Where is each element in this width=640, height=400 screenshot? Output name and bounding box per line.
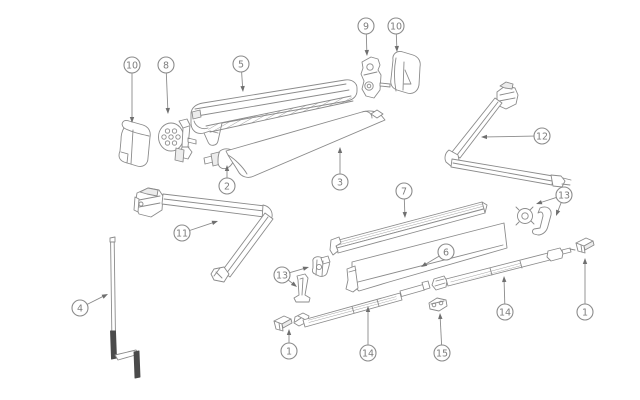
parts-layer	[109, 51, 595, 379]
callout-number: 3	[337, 177, 343, 188]
part-bracket-1-left	[273, 315, 293, 332]
callout-number: 10	[126, 60, 138, 71]
callout-circle	[157, 56, 175, 74]
callout-number: 4	[77, 303, 83, 314]
callout-number: 10	[390, 21, 402, 32]
callout-circle	[331, 173, 349, 191]
callout-2: 2	[218, 165, 236, 195]
callout-number: 14	[362, 348, 374, 359]
part-end-cap-right	[390, 51, 421, 94]
callout-circle	[433, 344, 451, 362]
callout-circle	[387, 17, 405, 35]
callout-number: 11	[176, 228, 188, 239]
callout-number: 5	[238, 59, 244, 70]
callout-circle	[173, 224, 191, 242]
callout-10: 10	[387, 17, 405, 52]
callout-number: 13	[558, 190, 570, 201]
part-foot-bracket	[428, 297, 448, 312]
part-support-leg-left	[293, 280, 431, 328]
leader-arrowhead	[224, 165, 230, 171]
callout-circle	[576, 303, 594, 321]
part-gear-hub	[158, 118, 197, 163]
part-clamp-right	[515, 206, 552, 236]
callout-circle	[533, 127, 551, 145]
leader-arrowhead	[502, 276, 507, 283]
part-clamp-left	[293, 255, 331, 303]
leader-arrowhead	[365, 306, 371, 312]
part-bracket-1-right	[575, 237, 595, 254]
callout-number: 15	[436, 348, 448, 359]
leader-arrowhead	[240, 85, 245, 92]
callout-circle	[357, 17, 375, 35]
leader-arrowhead	[286, 329, 292, 335]
leader-arrowhead	[211, 220, 218, 225]
leader-arrowhead	[337, 147, 343, 153]
callout-circle	[359, 344, 377, 362]
callout-number: 14	[499, 307, 511, 318]
callout-circle	[123, 56, 141, 74]
callout-number: 8	[163, 60, 169, 71]
callout-number: 9	[363, 21, 369, 32]
leader-arrowhead	[421, 262, 428, 267]
callout-circle	[280, 342, 298, 360]
part-crank-rod	[109, 236, 141, 379]
part-gear-bracket	[360, 56, 391, 99]
callout-14: 14	[496, 276, 514, 321]
part-end-cap-left	[118, 120, 151, 167]
callout-number: 6	[443, 247, 449, 258]
leader-arrowhead	[101, 294, 108, 299]
callout-8: 8	[157, 56, 175, 114]
callout-1: 1	[576, 258, 594, 321]
callout-layer: 10 8 5 9 10 2 3 7 12 13 11 13 6 4 1 14 1 14 15	[71, 17, 594, 362]
leader-arrowhead	[556, 209, 561, 216]
callout-number: 2	[224, 181, 230, 192]
callout-12: 12	[481, 127, 551, 145]
callout-circle	[71, 299, 89, 317]
callout-number: 7	[401, 186, 407, 197]
callout-6: 6	[421, 243, 455, 267]
callout-1: 1	[280, 329, 298, 360]
callout-13: 13	[273, 266, 309, 287]
leader-arrowhead	[129, 117, 135, 123]
leader-arrowhead	[536, 200, 543, 205]
callout-9: 9	[357, 17, 375, 56]
leader-arrowhead	[582, 258, 588, 264]
callout-circle	[555, 186, 573, 204]
callout-circle	[218, 177, 236, 195]
callout-number: 1	[286, 346, 292, 357]
leader-arrowhead	[402, 211, 407, 218]
leader-arrowhead	[290, 281, 297, 287]
callout-number: 12	[536, 131, 548, 142]
part-cassette-case	[190, 79, 358, 146]
callout-circle	[395, 182, 413, 200]
part-lead-rail	[345, 222, 508, 293]
leader-arrowhead	[165, 107, 170, 114]
part-fabric	[225, 109, 386, 178]
callout-circle	[273, 266, 291, 284]
leader-arrowhead	[302, 266, 309, 271]
callout-14: 14	[359, 306, 377, 362]
leader-arrowhead	[481, 134, 487, 140]
leader-arrowhead	[394, 45, 399, 52]
callout-7: 7	[395, 182, 413, 218]
part-arm-right	[444, 81, 572, 188]
callout-circle	[437, 243, 455, 261]
leader-arrowhead	[438, 313, 443, 320]
callout-4: 4	[71, 294, 108, 317]
callout-10: 10	[123, 56, 141, 123]
part-arm-left	[133, 187, 274, 283]
part-mounting-rail	[329, 201, 488, 256]
callout-number: 1	[582, 307, 588, 318]
callout-15: 15	[433, 313, 451, 362]
callout-13: 13	[536, 186, 573, 216]
leader-arrowhead	[364, 49, 369, 56]
callout-5: 5	[232, 55, 250, 92]
callout-circle	[496, 303, 514, 321]
callout-number: 13	[276, 270, 288, 281]
callout-circle	[232, 55, 250, 73]
callout-3: 3	[331, 147, 349, 191]
callout-11: 11	[173, 220, 218, 242]
part-support-leg-right	[431, 247, 576, 291]
